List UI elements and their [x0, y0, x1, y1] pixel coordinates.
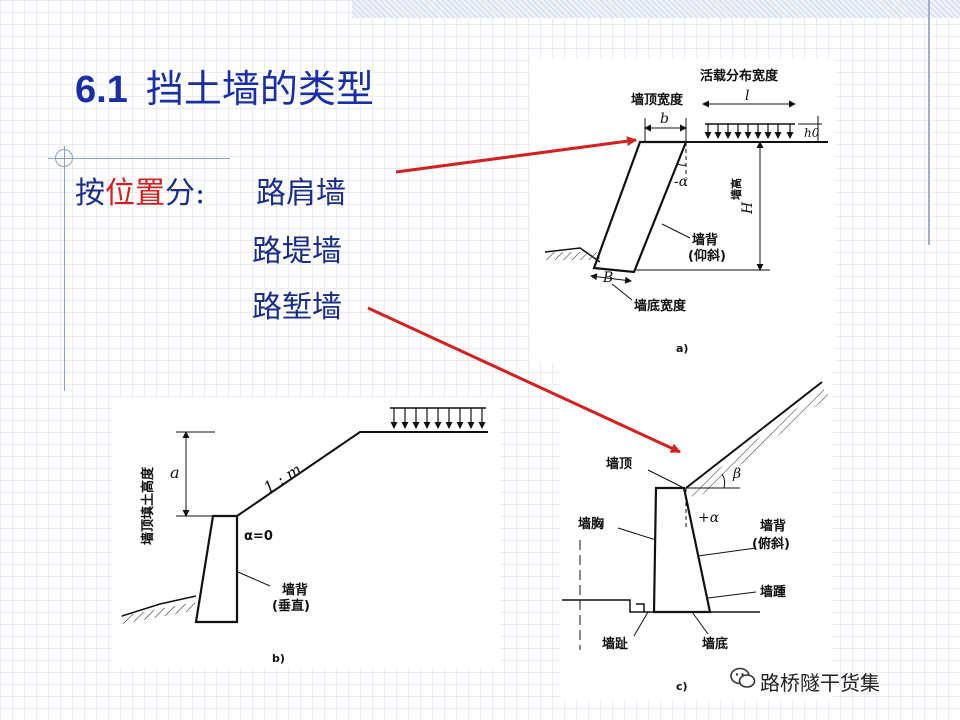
figure-b-back-label: 墙背 — [282, 582, 308, 598]
type-shoulder-wall: 路肩墙 — [256, 176, 346, 211]
figure-c-beta-label: β — [732, 466, 741, 482]
figure-a-b-symbol: b — [660, 111, 669, 127]
figure-a-back-label: 墙背 — [692, 232, 718, 248]
classification-keyword: 位置 — [105, 176, 165, 211]
figure-b-wall — [194, 514, 239, 624]
figure-c-back-type: (俯斜) — [752, 536, 790, 552]
figure-c-foundation — [562, 599, 654, 613]
figure-a-base-symbol: B — [602, 270, 613, 286]
figure-c-cut-slope — [685, 381, 823, 489]
figure-a-base-width-label: 墙底宽度 — [634, 298, 687, 314]
right-divider — [928, 0, 930, 245]
arrow-to-figure-c — [367, 306, 681, 454]
decor-rule-vertical — [64, 146, 65, 391]
wechat-icon — [730, 667, 756, 688]
section-number: 6.1 — [75, 69, 128, 111]
figure-a-caption: a) — [676, 342, 688, 355]
classification-line: 按位置分: — [75, 168, 205, 212]
figure-b-angle-label: α=0 — [244, 529, 273, 544]
type-embankment-wall: 路堤墙 — [252, 234, 342, 269]
figure-c — [562, 381, 830, 650]
classification-suffix: 分: — [165, 176, 206, 211]
classification-prefix: 按 — [75, 176, 105, 211]
figure-a-angle-label: -α — [674, 174, 689, 190]
watermark-text: 路桥隧干货集 — [760, 671, 880, 695]
header-band — [352, 0, 960, 18]
figure-b-ground — [121, 595, 197, 617]
figure-b-fill-slope — [236, 431, 488, 517]
figure-a-l-symbol: l — [745, 88, 749, 104]
figure-c-angle-label: +α — [698, 510, 720, 526]
figure-c-caption: c) — [676, 680, 688, 693]
figure-c-toe-label: 墙趾 — [602, 636, 628, 652]
figure-b-a-symbol: a — [170, 463, 180, 482]
figure-a-h-symbol: H — [740, 201, 756, 215]
figure-c-panel — [560, 355, 832, 700]
figure-b-fill-height-label: 墙顶填土高度 — [140, 466, 156, 545]
type-cutting-wall: 路堑墙 — [252, 290, 342, 325]
figure-b-back-type: (垂直) — [272, 598, 310, 614]
title-text: 挡土墙的类型 — [145, 67, 374, 111]
figure-a-height-label: 墙高 — [729, 178, 743, 200]
figure-b-panel — [112, 398, 500, 668]
arrow-to-figure-a — [395, 136, 637, 174]
figure-a-wall — [592, 140, 688, 274]
figure-b-slope-label: 1 : m — [260, 460, 305, 498]
figure-b-caption: b) — [272, 652, 285, 665]
decor-circle — [55, 149, 73, 167]
figure-c-wall — [652, 486, 712, 614]
figure-c-back-label: 墙背 — [760, 518, 786, 534]
figure-a-load-width-label: 活载分布宽度 — [700, 68, 779, 84]
figure-c-top-label: 墙顶 — [606, 456, 632, 472]
figure-a-top-width-label: 墙顶宽度 — [631, 92, 684, 108]
figure-c-base-label: 墙底 — [702, 636, 728, 652]
decor-rule-horizontal — [48, 158, 230, 159]
figure-c-chest-label: 墙胸 — [578, 516, 604, 532]
figure-a-back-type: (仰斜) — [688, 248, 726, 264]
slide-title: 6.1 挡土墙的类型 — [75, 58, 374, 113]
figure-a-panel — [530, 58, 835, 363]
figure-b — [121, 407, 488, 624]
figure-a-h0-symbol: h0 — [804, 126, 820, 140]
figure-a — [544, 100, 828, 301]
figure-c-heel-label: 墙踵 — [760, 584, 786, 600]
